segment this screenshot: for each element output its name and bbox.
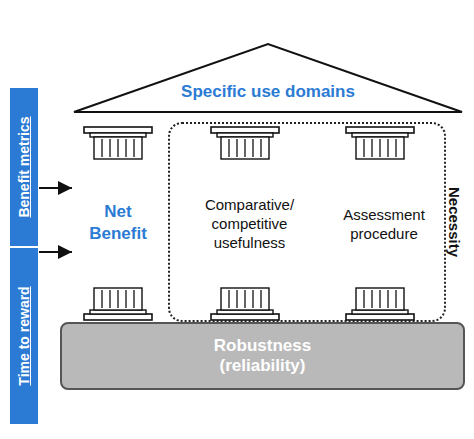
pillar-base <box>346 288 414 320</box>
dotted-group: NecessityComparative/ competitive useful… <box>168 122 446 322</box>
arrow-connector <box>39 251 72 253</box>
side-bar: Time to reward <box>10 248 38 424</box>
node-label: Time to reward <box>16 286 32 385</box>
pillar-capital <box>84 127 152 159</box>
pillar: Assessment procedure <box>325 127 443 322</box>
pillar: Net Benefit <box>72 125 164 320</box>
node-label: Specific use domains <box>181 82 355 102</box>
arrow-connector <box>39 187 72 189</box>
pillar-base <box>211 288 279 320</box>
roof-shape <box>74 44 462 112</box>
group-label: Necessity <box>446 187 463 257</box>
node-label: Assessment procedure <box>327 206 441 244</box>
side-bar: Benefit metrics <box>10 88 38 246</box>
pillar-capital <box>211 127 279 159</box>
node-label: Benefit metrics <box>16 116 32 217</box>
pillar-capital <box>346 127 414 159</box>
roof-triangle: Specific use domains <box>72 42 464 114</box>
node-label: Comparative/ competitive usefulness <box>187 196 312 252</box>
node-label: Net Benefit <box>76 201 160 244</box>
base-slab: Robustness (reliability) <box>60 322 465 390</box>
pillar: Comparative/ competitive usefulness <box>185 127 314 322</box>
roof-outline <box>72 42 464 114</box>
node-label: Robustness (reliability) <box>183 336 343 377</box>
pillar-base <box>84 288 152 320</box>
